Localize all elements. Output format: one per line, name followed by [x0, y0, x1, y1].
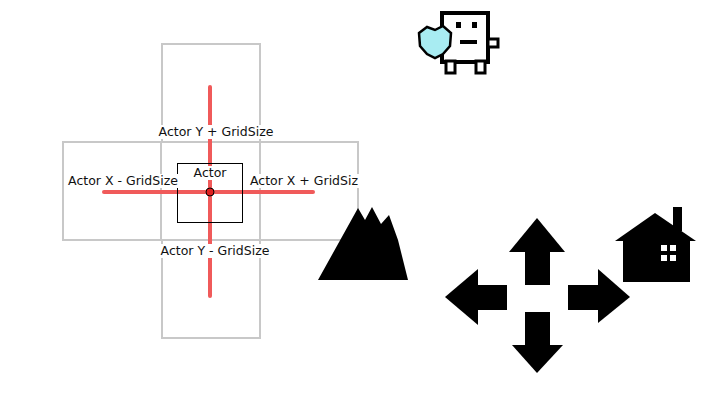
grid-offset-label: Actor Y - GridSize — [160, 244, 271, 258]
actor-dot — [206, 188, 214, 196]
red-cross — [104, 87, 313, 296]
actor-box: Actor — [177, 163, 243, 223]
character-icon — [419, 13, 498, 73]
house-icon — [615, 207, 696, 282]
mountain-icon — [318, 207, 408, 280]
grid-offset-label: Actor X - GridSize — [67, 174, 179, 188]
arrow-keys-icon — [445, 218, 630, 373]
grid-offset-label: Actor Y + GridSize — [158, 125, 275, 139]
grid-cells — [63, 44, 358, 338]
grid-offset-label: Actor X + GridSiz — [249, 174, 359, 188]
node-text: Actor — [192, 166, 229, 180]
